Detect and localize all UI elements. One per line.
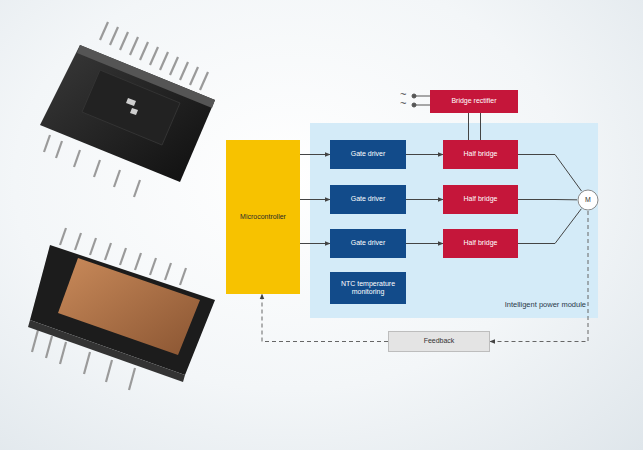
node-text: Gate driver [351,150,386,158]
motor-circle: M [577,189,599,211]
node-text: Half bridge [464,150,498,158]
node-text: Feedback [424,337,455,345]
bridge-box: Half bridge [443,229,518,258]
ac-symbol: ~ [400,98,406,109]
driver-box: Gate driver [330,185,406,214]
node-text: Half bridge [464,195,498,203]
connector [480,113,481,140]
node-text: NTC temperature monitoring [333,280,403,297]
node-text: Intelligent power module [505,300,586,309]
driver-box: Gate driver [330,140,406,169]
node-text: M [585,196,591,204]
connector [300,199,330,200]
connector [300,243,330,244]
connector [406,243,443,244]
node-text: Bridge rectifier [451,97,496,105]
node-text: Half bridge [464,239,498,247]
driver-box: Gate driver [330,229,406,258]
module-panel: Intelligent power moduleGate driverGate … [310,123,598,318]
connector [262,294,388,342]
connector [518,209,581,244]
connector [406,154,443,155]
node-text: Microcontroller [240,213,286,221]
connector [406,199,443,200]
node-text: Gate driver [351,195,386,203]
bridge-box: Half bridge [443,140,518,169]
controller-box: Microcontroller [226,140,300,294]
connector [518,155,582,192]
connector [518,199,577,200]
feedback-box: Feedback [388,331,490,352]
sensor-box: NTC temperature monitoring [330,272,406,304]
connector [490,211,588,342]
connector [468,113,469,140]
connector [300,154,330,155]
bridge-box: Half bridge [443,185,518,214]
node-text: Gate driver [351,239,386,247]
rectifier-box: Bridge rectifier [430,90,518,113]
